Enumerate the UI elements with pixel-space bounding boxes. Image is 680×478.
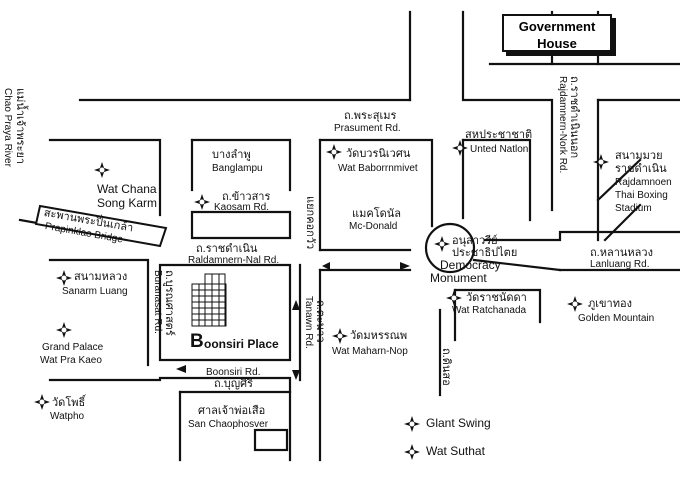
temple-star-icon [94,162,110,178]
wat-bowon-th: วัดบวรนิเวศน [346,148,411,160]
golden-mount-th: ภูเขาทอง [588,298,632,310]
city-pillar-en: San Chaophosver [188,419,269,430]
road-near-government [461,10,552,102]
wat-pho-th: วัดโพธิ์ [52,397,86,409]
temple-star-icon [194,194,210,210]
ratchanada-en: Wat Ratchanada [452,305,527,316]
hotel-building-icon [191,273,227,327]
road-east-1 [483,230,680,242]
road-diag-b [603,203,642,242]
prasument-th: ถ.พระสุเมร [344,110,397,122]
monument-star-icon [434,236,450,252]
boxing-en3: Stadium [615,203,652,214]
chao-praya-th: แม่น้ำเจ้าพระยา [14,88,26,165]
wat-bowon-en: Wat Baborrnmivet [338,163,418,174]
boonsiri-rd-th: ถ.บุญศิริ [214,378,253,390]
boxing-en2: Thai Boxing [615,190,668,201]
banglampu-th: บางลำพู [212,149,251,161]
un-th: สหประชาชาติ [465,129,533,141]
tanao-th: ถ.ตะนาว [314,300,326,343]
bowon-block-right [318,138,434,228]
tanao-en: Tanawn Rd. [303,296,314,349]
un-en: Unted Natlon [470,144,529,155]
democracy-th2: ประชาธิปไตย [452,247,518,259]
government-house-line1: Government [518,19,596,34]
prasument-en: Prasument Rd. [334,123,401,134]
temple-star-icon [404,444,420,460]
mcdonald-en: Mc-Donald [349,221,398,232]
democracy-en1: Democracy [440,258,501,272]
temple-star-icon [332,328,348,344]
wat-suthat-en: Wat Suthat [426,444,485,458]
mahannop-th: วัดมหรรณพ [350,330,408,342]
wat-chana-line1: Wat Chana [97,182,157,196]
government-house-line2: House [537,36,577,51]
boxing-th2: ราชดำเนิน [615,163,667,175]
temple-star-icon [404,416,420,432]
city-pillar-th: ศาลเจ้าพ่อเสือ [198,405,266,417]
road-east-2 [472,258,562,272]
banglampu-en: Banglampu [212,163,263,174]
lanluang-en: Lanluang Rd. [590,259,650,270]
sanam-luang-border [48,258,150,367]
ratchanada-block [453,288,542,324]
rajdamnern-nok-en: Rajdamnern-Nork Rd. [557,76,568,174]
boxing-th1: สนามมวย [615,150,663,162]
democracy-roundabout [424,222,476,274]
temple-star-icon [452,140,468,156]
boonsiri-rd-en: Boonsiri Rd. [206,367,261,378]
buranasat-en: Buranasat Rd. [152,270,163,334]
direction-arrows [176,262,410,380]
temple-star-icon [56,322,72,338]
temple-star-icon [593,154,609,170]
sanam-luang-th: สนามหลวง [74,271,128,283]
hotel-block [158,263,292,362]
government-house-box: Government House [502,14,612,52]
dinso-th: ถ.ดินสอ [440,348,452,386]
golden-mount-en: Golden Mountain [578,313,655,324]
grand-palace-line1: Grand Palace [42,342,104,353]
kaosan-en: Kaosam Rd. [214,202,270,213]
temple-star-icon [34,394,50,410]
hotel-initial: B [190,331,204,352]
kaosan-th: ถ.ข้าวสาร [222,191,271,203]
chao-praya-en: Chao Praya River [2,88,13,167]
un-block [461,138,532,222]
grand-palace-line2: Wat Pra Kaeo [40,355,102,366]
kaosan-block [190,210,292,240]
mcdonald-th: แมคโดนัล [352,208,402,220]
wat-chana-block [48,138,162,217]
giant-swing-en: Glant Swing [426,416,491,430]
temple-star-icon [567,296,583,312]
ratchanada-th: วัดราชนัดดา [466,292,527,304]
ratchadamnern-en: Raldamnern-Nal Rd. [188,255,280,266]
mahannop-en: Wat Maharn-Nop [332,346,408,357]
city-pillar-marker [253,428,289,452]
democracy-en2: Monument [430,271,487,285]
boonsiri-road [158,376,292,462]
sanam-luang-en: Sanarm Luang [62,286,128,297]
temple-star-icon [56,270,72,286]
ratchadamnern-th: ถ.ราชดำเนิน [196,243,258,255]
temple-star-icon [326,144,342,160]
wat-chana-line2: Song Karm [97,196,158,210]
kok-wua-th: แยกคอกวัว [304,196,316,250]
buranasat-th: ถ.บูรณศาสตร์ [163,270,175,336]
hotel-name-rest: oonsiri Place [204,337,279,351]
prapinklao-bridge [34,204,168,248]
wat-pho-en: Watpho [50,411,85,422]
democracy-th1: อนุสาวรีย์ [452,235,498,247]
temple-star-icon [446,290,462,306]
rajdamnern-nok-th: ถ.ราชดำเนินนอก [568,76,580,159]
road-diag-a [596,158,642,202]
lanluang-th: ถ.หลานหลวง [590,247,653,259]
boxing-en1: Rajdamnoen [615,177,672,188]
banglampu-block-top [190,138,292,192]
